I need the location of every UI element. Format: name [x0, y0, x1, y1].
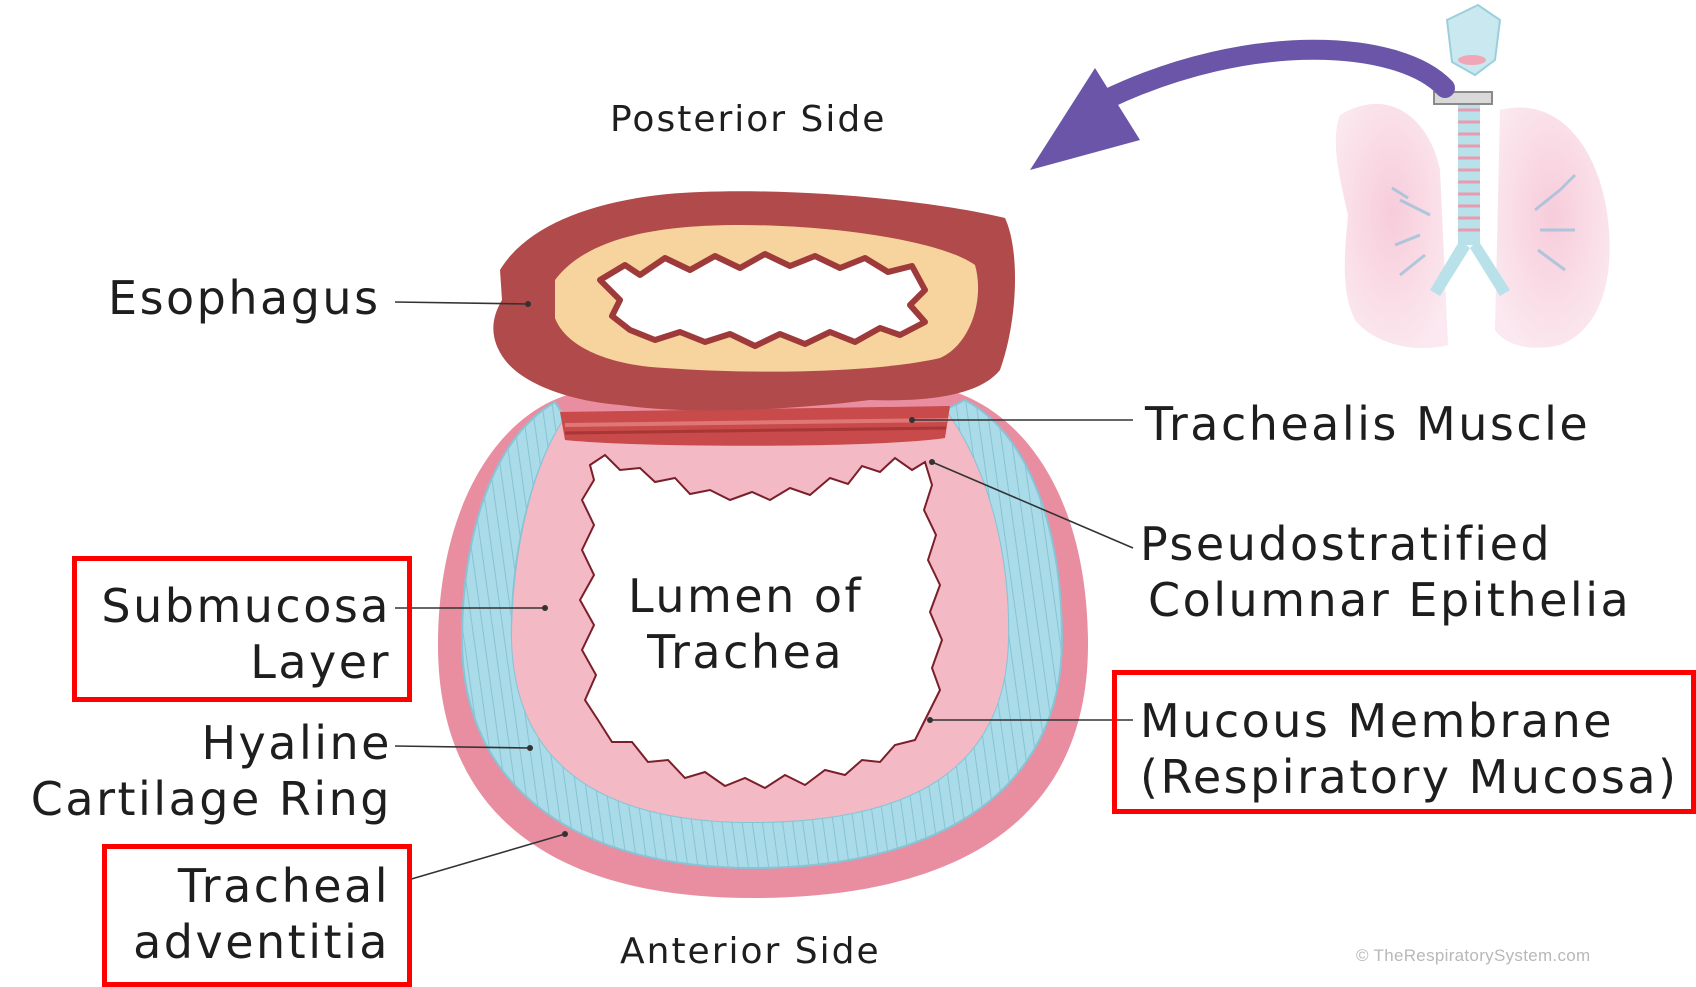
left-lung: [1336, 104, 1448, 348]
highlight-box-submucosa: [72, 556, 412, 702]
lumen-label: Lumen of Trachea: [628, 568, 863, 680]
trachealis-label: Trachealis Muscle: [1145, 396, 1590, 452]
pseudostratified-line-1: Pseudostratified: [1140, 516, 1631, 572]
right-lung: [1495, 108, 1610, 348]
hyaline-line-1: Hyaline: [12, 715, 392, 771]
watermark: © TheRespiratorySystem.com: [1356, 946, 1590, 966]
lumen-line-2: Trachea: [628, 624, 863, 680]
hyaline-line-2: Cartilage Ring: [12, 771, 392, 827]
esophagus-label: Esophagus: [108, 270, 381, 326]
anterior-side-label: Anterior Side: [620, 924, 881, 980]
esophagus-lumen: [600, 254, 925, 346]
leader-adventitia: [408, 834, 565, 880]
pseudostratified-label: Pseudostratified Columnar Epithelia: [1140, 516, 1631, 628]
pseudostratified-line-2: Columnar Epithelia: [1140, 572, 1631, 628]
hyaline-label: Hyaline Cartilage Ring: [12, 715, 392, 827]
posterior-side-label: Posterior Side: [610, 92, 886, 148]
highlight-box-adventitia: [102, 844, 412, 987]
lumen-line-1: Lumen of: [628, 568, 863, 624]
highlight-box-mucous-membrane: [1112, 670, 1696, 814]
